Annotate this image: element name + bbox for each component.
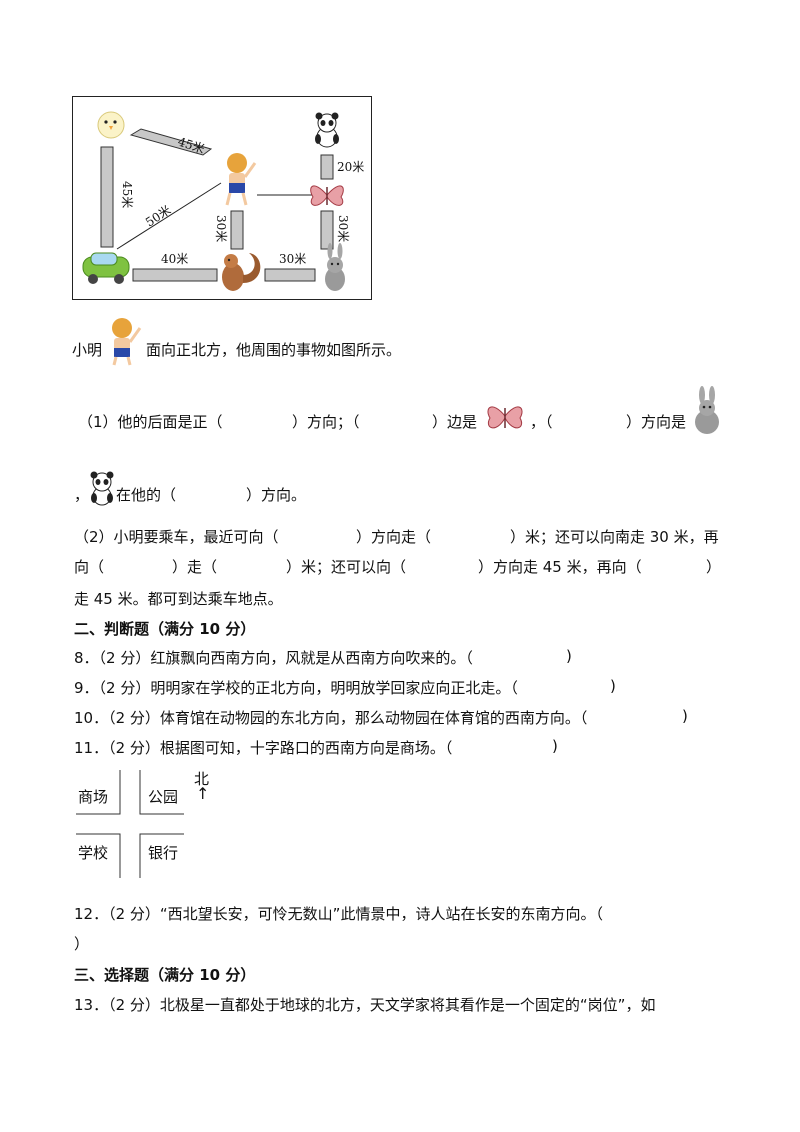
north-arrow-icon: ↑ [196,784,210,803]
butterfly-icon [310,185,344,206]
label-park: 公园 [148,788,179,806]
direction-map-figure: 45米 45米 50米 40米 30米 30米 20米 30米 [72,96,372,300]
q1-part-c: ）边是 [432,413,478,431]
q2-part-b: ）方向走（ [356,528,432,546]
question-9: 9．（2 分）明明家在学校的正北方向，明明放学回家应向正北走。（ [74,679,518,697]
question-12: 12．（2 分）“西北望长安，可怜无数山”此情景中，诗人站在长安的东南方向。（ [74,905,603,923]
car-icon [82,252,130,284]
question-11: 11．（2 分）根据图可知，十字路口的西南方向是商场。（ [74,739,453,757]
question-8: 8．（2 分）红旗飘向西南方向，风就是从西南方向吹来的。（ [74,649,473,667]
rabbit-icon [325,243,345,291]
crossroad-lines [76,770,184,878]
panda-icon [315,112,339,148]
butterfly-icon [487,406,523,429]
q2-part-i: 走 45 米。都可到达乘车地点。 [74,590,283,608]
label-mid-vertical: 30米 [214,215,228,242]
chick-icon [97,111,125,139]
q2-part-a: （2）小明要乘车，最近可向（ [74,528,279,546]
q2-part-g: ）方向走 45 米，再向（ [478,558,642,576]
road-bottom-left [132,268,218,282]
road-chick-boy [129,128,213,156]
question-10: 10．（2 分）体育馆在动物园的东北方向，那么动物园在体育馆的西南方向。（ [74,709,588,727]
question-11-close: ) [552,737,558,755]
road-left [100,146,114,248]
road-right-top [320,154,334,180]
rabbit-icon [695,386,719,434]
road-mid-vertical [230,210,244,250]
question-8-close: ) [566,647,572,665]
q2-part-d: 向（ [74,558,105,576]
question-10-close: ) [682,707,688,725]
crossroad-figure: 商场 公园 学校 银行 北 ↑ [72,768,222,880]
label-mall: 商场 [78,788,109,806]
section3-title: 三、选择题（满分 10 分） [74,966,256,984]
section2-title: 二、判断题（满分 10 分） [74,620,256,638]
q1-part-e: ）方向是 [626,413,687,431]
panda-icon [90,471,114,506]
direction-map-svg: 45米 45米 50米 40米 30米 30米 20米 30米 [82,111,364,291]
squirrel-icon [222,253,261,291]
label-diag: 50米 [143,203,174,230]
label-right-mid: 30米 [336,215,350,242]
road-right-mid [320,210,334,250]
boy-icon [225,153,257,206]
q2-part-f: ）米；还可以向（ [286,558,407,576]
label-bank: 银行 [148,844,179,862]
label-bottom-right: 30米 [279,252,306,266]
label-school: 学校 [78,844,109,862]
q1-part-g: 在他的（ [116,486,177,504]
q2-part-c: ）米；还可以向南走 30 米，再 [510,528,719,546]
q1-part-d: ，（ [530,413,553,431]
q1-part-a: （1）他的后面是正（ [78,413,223,431]
question-9-close: ) [610,677,616,695]
label-left: 45米 [120,181,134,208]
question-13: 13．（2 分）北极星一直都处于地球的北方，天文学家将其看作是一个固定的“岗位”… [74,996,656,1014]
label-bottom-left: 40米 [161,252,188,266]
question-12-close: ） [74,935,90,953]
line-car-boy [116,182,222,250]
label-chick-boy: 45米 [176,135,206,157]
q1-part-h: ）方向。 [246,486,307,504]
intro-text: 面向正北方，他周围的事物如图所示。 [146,341,402,359]
label-right-top: 20米 [337,160,364,174]
q1-part-b: ）方向；（ [292,413,360,431]
road-bottom-right [264,268,316,282]
q2-part-e: ）走（ [172,558,218,576]
q1-part-f: ， [74,486,90,504]
boy-icon [112,318,142,366]
q2-part-h: ） [706,558,722,576]
label-north: 北 [194,770,210,788]
intro-prefix: 小明 [72,341,103,359]
